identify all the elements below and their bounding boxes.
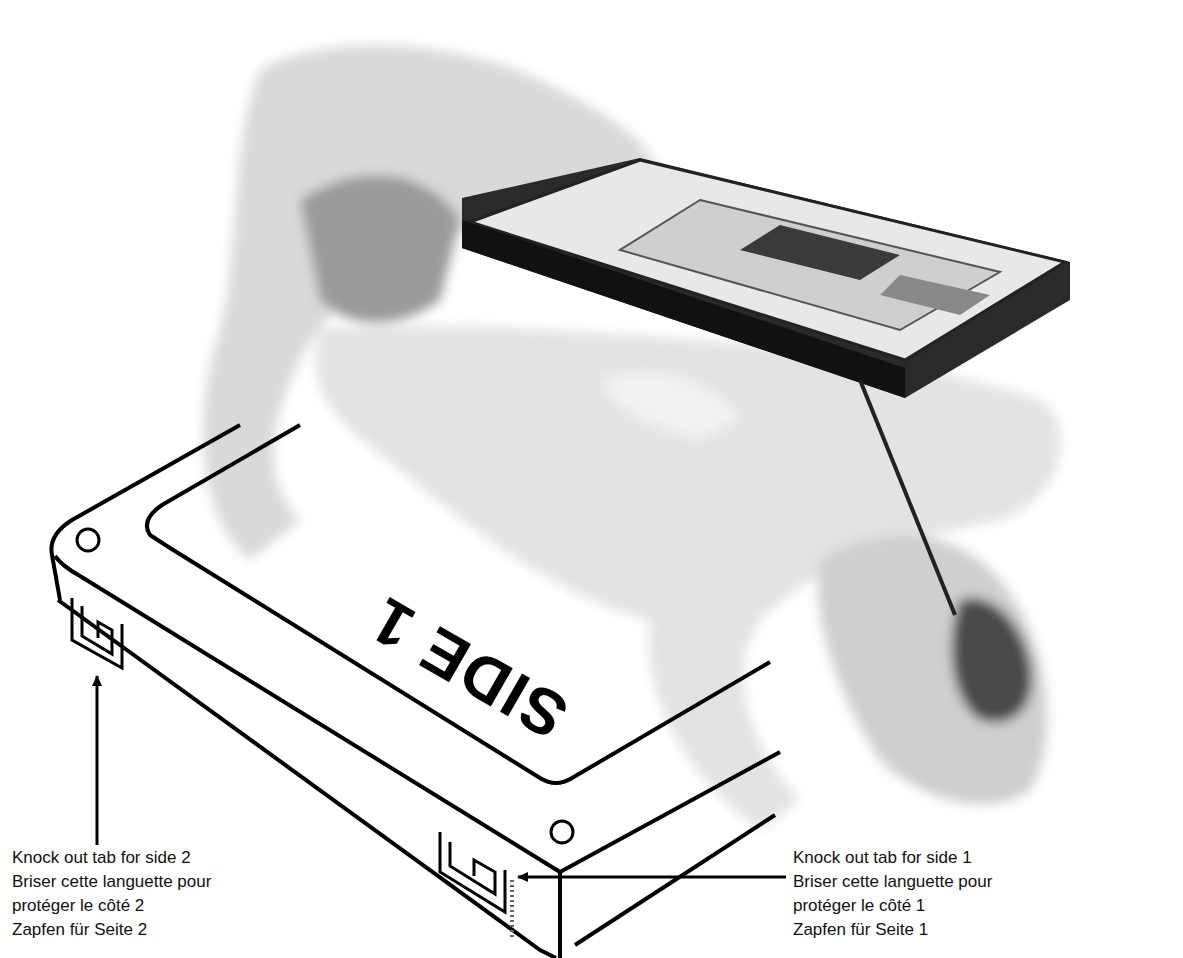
tab-label: Briser cette languette pour protéger le … [793,870,1008,918]
tab-label: Briser cette languette pour protéger le … [12,870,227,918]
tab-label: Zapfen für Seite 1 [793,918,1053,942]
side-marking: SIDE 1 [358,584,579,752]
held-cassette [462,158,1070,398]
tab-hatching [510,880,514,940]
leader-arrow [518,876,786,879]
leader-arrow [96,676,99,845]
tab-label: Knock out tab for side 1 [793,846,1053,870]
tab-label: Knock out tab for side 2 [12,846,227,870]
tab-label: Zapfen für Seite 2 [12,918,272,942]
screwdriver [860,380,955,615]
